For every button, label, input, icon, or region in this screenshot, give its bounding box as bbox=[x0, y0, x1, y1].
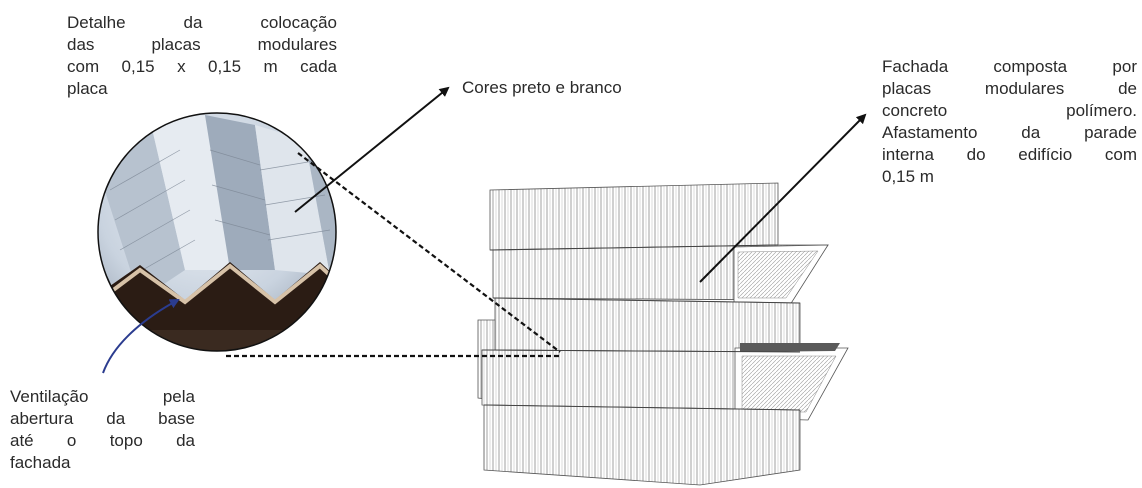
label-detalhe: Detalhe da colocação das placas modulare… bbox=[67, 12, 337, 100]
label-detalhe-line: placa bbox=[67, 79, 108, 98]
detail-photo bbox=[98, 113, 336, 351]
arrow-fachada bbox=[699, 113, 867, 283]
label-detalhe-line: das placas modulares bbox=[67, 35, 337, 54]
facade-building bbox=[477, 182, 849, 486]
detail-photo-frame bbox=[97, 112, 337, 352]
label-ventilacao-line: Ventilação pela bbox=[10, 387, 195, 406]
label-fachada-line: Afastamento da parade bbox=[882, 123, 1137, 142]
label-fachada-line: concreto polímero. bbox=[882, 101, 1137, 120]
label-ventilacao: Ventilação pela abertura da base até o t… bbox=[10, 386, 195, 474]
label-fachada-line: placas modulares de bbox=[882, 79, 1137, 98]
label-fachada-line: Fachada composta por bbox=[882, 57, 1137, 76]
label-ventilacao-line: abertura da base bbox=[10, 409, 195, 428]
label-detalhe-line: Detalhe da colocação bbox=[67, 13, 337, 32]
label-fachada-line: 0,15 m bbox=[882, 167, 934, 186]
arrow-cores bbox=[294, 86, 450, 213]
label-fachada: Fachada composta por placas modulares de… bbox=[882, 56, 1137, 188]
dashed-leader-top bbox=[297, 152, 561, 353]
arrow-ventilacao bbox=[102, 299, 180, 374]
label-cores: Cores preto e branco bbox=[462, 78, 622, 97]
label-ventilacao-line: fachada bbox=[10, 453, 71, 472]
label-detalhe-line: com 0,15 x 0,15 m cada bbox=[67, 57, 337, 76]
label-fachada-line: interna do edifício com bbox=[882, 145, 1137, 164]
label-ventilacao-line: até o topo da bbox=[10, 431, 195, 450]
